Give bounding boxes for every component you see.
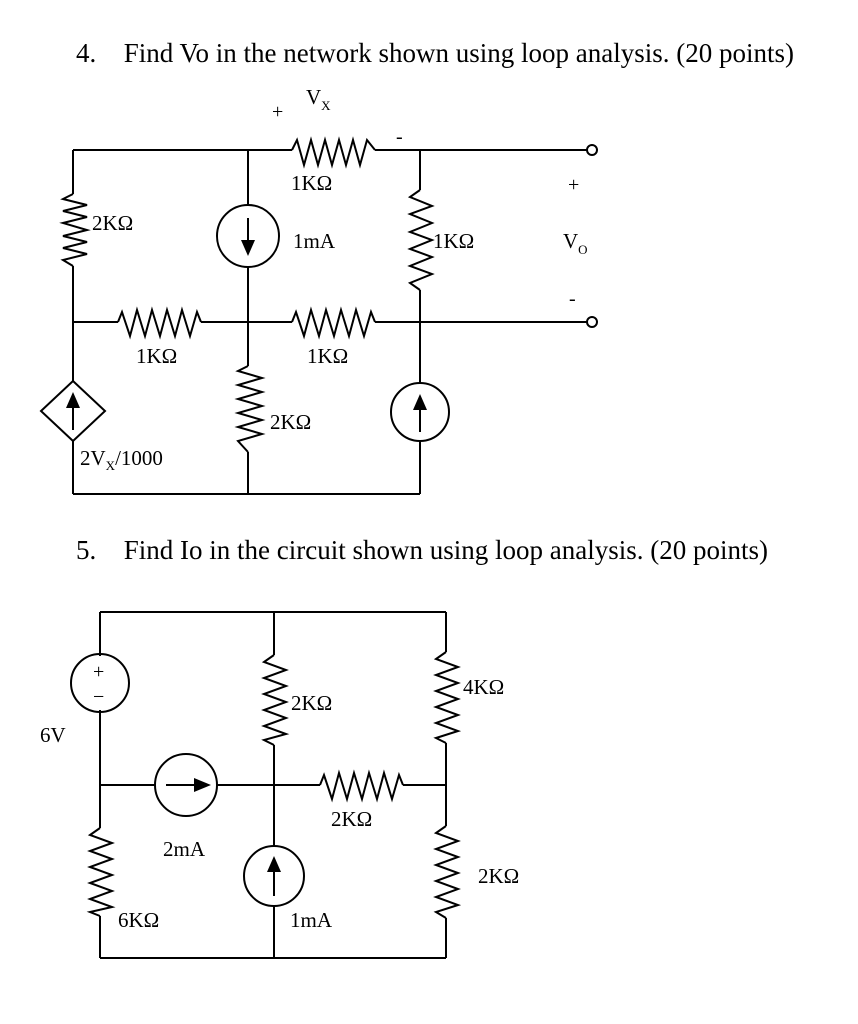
problem-4-text: Find Vo in the network shown using loop … [123,38,795,68]
problem-5-statement: 5. Find Io in the circuit shown using lo… [76,535,768,566]
arrow-up-icon [66,392,80,408]
terminal-bottom [586,316,598,328]
vx-minus-label: - [396,126,403,148]
voltage-plus-label: + [93,661,104,683]
vx-plus-label: + [272,101,283,123]
problem-4-number: 4. [76,38,97,68]
circuit-4: + VX - 1KΩ 2KΩ 1mA 1KΩ + VO - 1KΩ 1KΩ 2K… [39,85,598,495]
vx-label: VX [306,85,331,113]
resistor-top-1k [291,136,376,169]
circuit-5: + − 6V 2KΩ 4KΩ 2KΩ 2mA 2KΩ 6KΩ 1mA [40,611,519,959]
resistor-mid-left-label: 1KΩ [136,344,177,368]
terminal-top [586,144,598,156]
resistor-right-bottom-label: 2KΩ [478,864,519,888]
resistor-mid-top-label: 2KΩ [291,691,332,715]
current-source-1mA-label: 1mA [293,229,336,253]
resistor-mid-horiz-label: 2KΩ [331,807,372,831]
arrow-right-icon [194,778,211,792]
current-source-2mA [154,753,218,817]
resistor-right-bottom-2k [433,825,462,919]
resistor-mid-top-2k [261,654,290,746]
dependent-current-source [39,379,107,443]
resistor-right-top-label: 4KΩ [463,675,504,699]
resistor-bottom-label: 2KΩ [270,410,311,434]
current-source-1mA-bottom-label: 1mA [290,908,333,932]
current-source-right [390,382,450,442]
problem-5-text: Find Io in the circuit shown using loop … [123,535,768,565]
vo-plus-label: + [568,174,579,196]
resistor-mid-left-1k [117,306,202,340]
current-source-2mA-label: 2mA [163,837,206,861]
arrow-up-icon [267,856,281,872]
resistor-left-label: 2KΩ [92,211,133,235]
vo-minus-label: - [569,288,576,310]
problem-5-number: 5. [76,535,97,565]
voltage-source-6V [70,653,130,713]
resistor-top-label: 1KΩ [291,171,332,195]
resistor-mid-horiz-2k [319,769,404,803]
current-source-1mA [216,204,280,268]
resistor-right-label: 1KΩ [433,229,474,253]
resistor-mid-right-1k [291,306,376,340]
problem-4-statement: 4. Find Vo in the network shown using lo… [76,38,794,69]
arrow-down-icon [241,240,255,256]
resistor-right-top-4k [433,651,462,744]
resistor-bottom-2k [234,365,266,453]
voltage-source-label: 6V [40,723,66,747]
vo-label: VO [563,229,588,257]
current-source-1mA-bottom [243,845,305,907]
resistor-mid-right-label: 1KΩ [307,344,348,368]
dependent-source-label: 2VX/1000 [80,446,163,473]
voltage-minus-label: − [93,686,104,708]
resistor-right-1k [407,189,435,291]
resistor-left-bottom-label: 6KΩ [118,908,159,932]
resistor-left-2k [59,193,91,267]
arrow-up-icon [413,394,427,410]
resistor-left-bottom-6k [86,827,116,917]
